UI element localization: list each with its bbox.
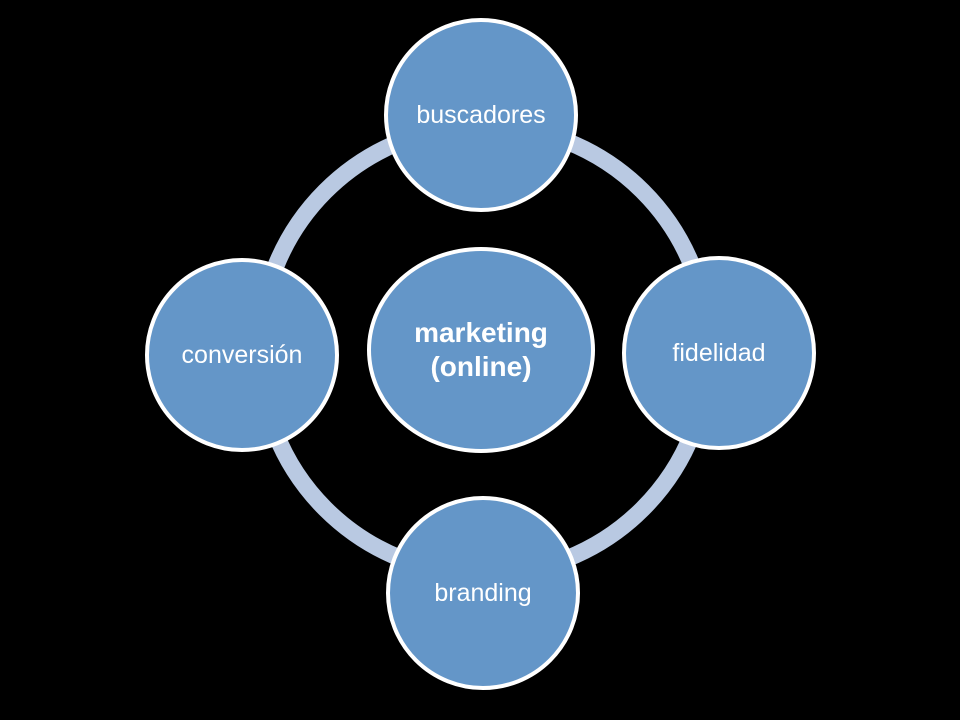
center-node-label: marketing (online) [414, 316, 548, 383]
node-label-branding: branding [434, 578, 532, 607]
center-label-line2: (online) [430, 351, 532, 382]
center-node-marketing: marketing (online) [367, 247, 595, 453]
center-label-line1: marketing [414, 317, 548, 349]
node-buscadores: buscadores [384, 18, 578, 212]
node-label-fidelidad: fidelidad [672, 338, 766, 367]
node-label-conversion: conversión [181, 340, 303, 369]
node-label-buscadores: buscadores [416, 100, 546, 129]
node-fidelidad: fidelidad [622, 256, 816, 450]
node-conversion: conversión [145, 258, 339, 452]
node-branding: branding [386, 496, 580, 690]
